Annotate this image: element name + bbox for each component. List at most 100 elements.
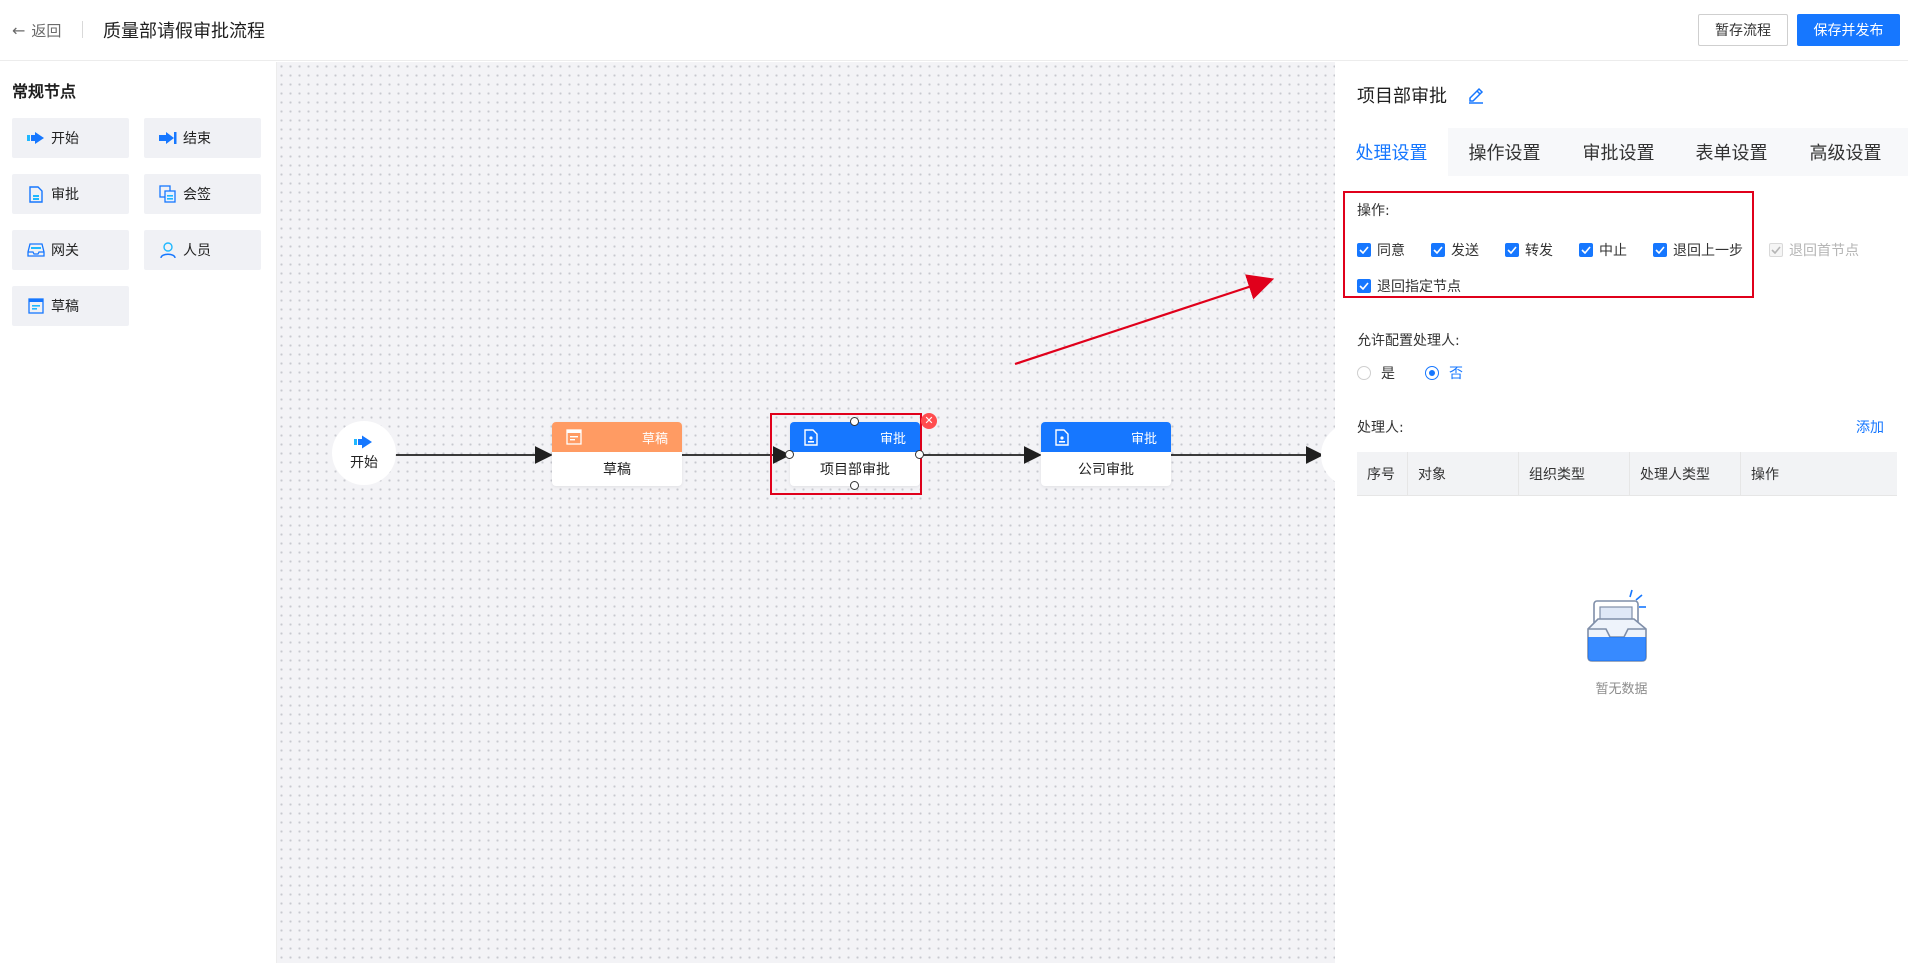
- tab-form-settings[interactable]: 表单设置: [1695, 143, 1768, 164]
- header-divider: [82, 21, 83, 38]
- approve-doc-icon: [26, 184, 46, 204]
- palette-item-label: 开始: [51, 131, 79, 147]
- checkbox-label: 发送: [1451, 243, 1479, 259]
- palette-item-label: 网关: [51, 243, 79, 259]
- start-arrow-icon: [354, 434, 374, 450]
- delete-node-icon[interactable]: ✕: [921, 413, 937, 429]
- arrow-left-icon: ←: [12, 20, 26, 40]
- checkbox-forward[interactable]: 转发: [1505, 240, 1553, 260]
- operations-highlight-box: [1343, 191, 1754, 298]
- end-arrow-icon: [158, 128, 178, 148]
- tab-operation-settings[interactable]: 操作设置: [1468, 143, 1541, 164]
- start-arrow-icon: [26, 128, 46, 148]
- connection-handle-left[interactable]: [785, 450, 794, 459]
- palette-item-label: 人员: [183, 243, 211, 259]
- allow-config-label: 允许配置处理人:: [1357, 333, 1460, 349]
- palette-item-label: 会签: [183, 187, 211, 203]
- draft-icon: [26, 296, 46, 316]
- draft-node[interactable]: 草稿 草稿: [552, 422, 682, 486]
- connection-handle-top[interactable]: [850, 417, 859, 426]
- save-publish-button[interactable]: 保存并发布: [1797, 14, 1900, 46]
- palette-item-approve[interactable]: 审批: [12, 174, 129, 214]
- flow-canvas[interactable]: 开始 草稿 草稿 审批 项目部审批 ✕ 审批 公: [277, 62, 1361, 963]
- column-header-handler-type: 处理人类型: [1629, 452, 1740, 496]
- approve-doc-icon: [804, 428, 818, 446]
- countersign-icon: [158, 184, 178, 204]
- edit-pencil-icon[interactable]: [1465, 83, 1487, 105]
- tab-handle-settings[interactable]: 处理设置: [1335, 128, 1448, 176]
- start-node[interactable]: 开始: [332, 421, 396, 485]
- tab-approve-settings[interactable]: 审批设置: [1582, 143, 1655, 164]
- palette-item-label: 审批: [51, 187, 79, 203]
- checkbox-label: 退回指定节点: [1377, 279, 1461, 295]
- back-link[interactable]: ← 返回: [12, 19, 61, 41]
- palette-item-countersign[interactable]: 会签: [144, 174, 261, 214]
- top-bar: ← 返回 质量部请假审批流程 暂存流程 保存并发布: [0, 0, 1908, 61]
- node-name: 项目部审批: [820, 462, 890, 478]
- checkbox-return-first: 退回首节点: [1769, 240, 1859, 260]
- node-header: 审批: [790, 422, 920, 452]
- gateway-icon: [26, 240, 46, 260]
- node-settings-panel: 项目部审批 处理设置 操作设置 审批设置 表单设置 高级设置 操作: 同意 发送…: [1335, 62, 1908, 963]
- tab-advanced-settings[interactable]: 高级设置: [1809, 143, 1882, 164]
- checkbox-label: 同意: [1377, 243, 1405, 259]
- checkbox-check-icon: [1357, 243, 1371, 257]
- handler-table-header: 序号 对象 组织类型 处理人类型 操作: [1357, 452, 1897, 496]
- column-header-index: 序号: [1367, 467, 1395, 483]
- start-node-label: 开始: [350, 455, 378, 471]
- page-title: 质量部请假审批流程: [103, 21, 265, 42]
- palette-item-label: 结束: [183, 131, 211, 147]
- node-type-label: 草稿: [641, 431, 668, 447]
- back-label: 返回: [31, 21, 62, 40]
- node-type-label: 审批: [1130, 431, 1157, 447]
- checkbox-label: 退回首节点: [1789, 243, 1859, 259]
- node-header: 草稿: [552, 422, 682, 452]
- connection-handle-right[interactable]: [915, 450, 924, 459]
- radio-yes[interactable]: 是: [1357, 363, 1395, 383]
- column-header-object: 对象: [1407, 452, 1518, 496]
- palette-item-start[interactable]: 开始: [12, 118, 129, 158]
- radio-dot: [1425, 366, 1439, 380]
- draft-icon: [566, 429, 582, 445]
- checkbox-check-icon: [1769, 243, 1783, 257]
- checkbox-check-icon: [1357, 279, 1371, 293]
- palette-item-end[interactable]: 结束: [144, 118, 261, 158]
- checkbox-check-icon: [1505, 243, 1519, 257]
- node-name: 草稿: [603, 462, 631, 478]
- company-approve-node[interactable]: 审批 公司审批: [1041, 422, 1171, 486]
- settings-tabs: 处理设置 操作设置 审批设置 表单设置 高级设置: [1335, 128, 1908, 176]
- connection-handle-bottom[interactable]: [850, 481, 859, 490]
- checkbox-label: 中止: [1599, 243, 1627, 259]
- radio-no[interactable]: 否: [1425, 363, 1463, 383]
- radio-dot: [1357, 366, 1371, 380]
- panel-title: 项目部审批: [1357, 86, 1447, 107]
- palette-item-draft[interactable]: 草稿: [12, 286, 129, 326]
- checkbox-abort[interactable]: 中止: [1579, 240, 1627, 260]
- palette-item-label: 草稿: [51, 299, 79, 315]
- project-approve-node[interactable]: 审批 项目部审批: [790, 422, 920, 486]
- radio-label: 是: [1381, 366, 1395, 382]
- checkbox-send[interactable]: 发送: [1431, 240, 1479, 260]
- palette-title: 常规节点: [12, 82, 77, 101]
- handler-label: 处理人:: [1357, 420, 1404, 436]
- approve-doc-icon: [1055, 428, 1069, 446]
- empty-state-text: 暂无数据: [1595, 682, 1648, 697]
- checkbox-check-icon: [1579, 243, 1593, 257]
- checkbox-check-icon: [1653, 243, 1667, 257]
- checkbox-return-specified[interactable]: 退回指定节点: [1357, 276, 1461, 296]
- empty-inbox-icon: [1584, 587, 1650, 665]
- add-handler-link[interactable]: 添加: [1856, 420, 1884, 436]
- checkbox-check-icon: [1431, 243, 1445, 257]
- checkbox-return-previous[interactable]: 退回上一步: [1653, 240, 1743, 260]
- column-header-org-type: 组织类型: [1518, 452, 1629, 496]
- node-palette: 常规节点 开始 结束 审批 会签 网关 人员: [0, 62, 277, 963]
- node-name: 公司审批: [1078, 462, 1134, 478]
- column-header-action: 操作: [1740, 452, 1897, 496]
- flow-edges: [342, 446, 1324, 464]
- palette-item-person[interactable]: 人员: [144, 230, 261, 270]
- save-draft-button[interactable]: 暂存流程: [1698, 14, 1788, 46]
- checkbox-label: 转发: [1525, 243, 1553, 259]
- node-header: 审批: [1041, 422, 1171, 452]
- palette-item-gateway[interactable]: 网关: [12, 230, 129, 270]
- checkbox-agree[interactable]: 同意: [1357, 240, 1405, 260]
